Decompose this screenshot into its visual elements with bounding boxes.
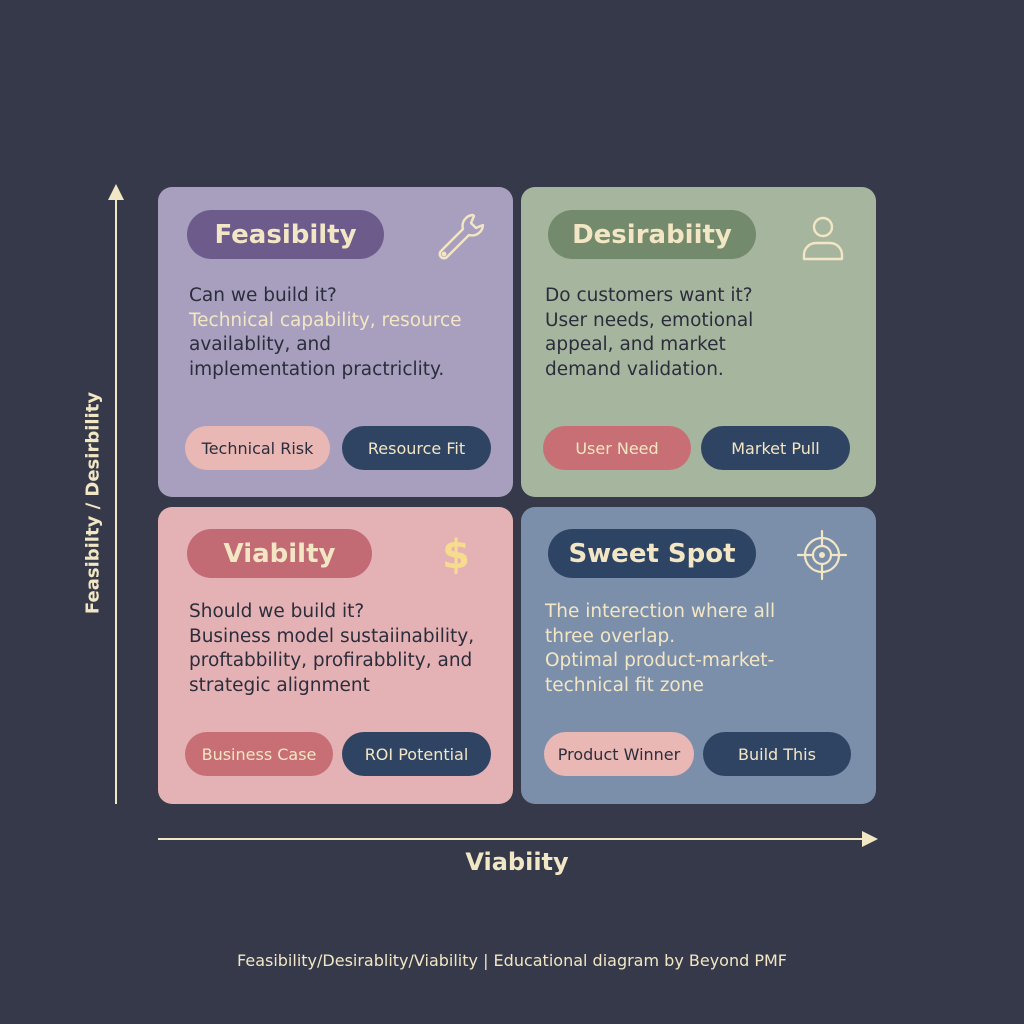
x-axis-line [158, 838, 864, 840]
feasibility-title: Feasibilty [187, 210, 384, 259]
desc-line: availablity, and [189, 334, 332, 355]
target-icon [794, 527, 850, 583]
y-axis-label: Feasibilty / Desirbility [82, 391, 104, 615]
market-pull-tag[interactable]: Market Pull [701, 426, 850, 470]
desc-line: Optimal product-market- [545, 650, 775, 671]
user-icon [795, 207, 851, 263]
desc-line: Do customers want it? [545, 285, 753, 306]
x-axis-label: Viabiity [465, 848, 569, 876]
product-winner-tag[interactable]: Product Winner [544, 732, 694, 776]
desc-line: User needs, emotional [545, 309, 754, 331]
desc-line: demand validation. [545, 358, 724, 380]
user-need-tag[interactable]: User Need [543, 426, 691, 470]
sweet-spot-description: The interection where all three overlap.… [545, 600, 856, 698]
viability-title: Viabilty [187, 529, 372, 578]
desc-line: implementation practriclity. [189, 358, 445, 380]
desc-line: three overlap. [545, 625, 676, 647]
desirability-title: Desirabiity [548, 210, 756, 259]
technical-risk-tag[interactable]: Technical Risk [185, 426, 330, 470]
desc-line: Technical capability, resource [189, 309, 462, 331]
footer-caption: Feasibility/Desirablity/Viability | Educ… [237, 951, 787, 970]
desc-line: proftabbility, profirabblity, and [189, 650, 473, 671]
desc-line: technical fit zone [545, 674, 704, 696]
x-axis-arrow [862, 831, 878, 847]
y-axis-arrow [108, 184, 124, 200]
viability-card: Viabilty $ Should we build it? Business … [158, 507, 513, 804]
desirability-description: Do customers want it? User needs, emotio… [545, 284, 856, 382]
desc-line: Can we build it? [189, 285, 337, 306]
viability-description: Should we build it? Business model susta… [189, 600, 493, 698]
desc-line: strategic alignment [189, 674, 370, 696]
sweet-spot-title: Sweet Spot [548, 529, 756, 578]
desirability-card: Desirabiity Do customers want it? User n… [521, 187, 876, 497]
y-axis-line [115, 198, 117, 804]
desc-line: appeal, and market [545, 334, 726, 355]
desc-line: Business model sustaiinability, [189, 625, 475, 647]
feasibility-description: Can we build it? Technical capability, r… [189, 284, 493, 382]
wrench-icon [430, 207, 486, 263]
dollar-icon: $ [442, 532, 470, 578]
resource-fit-tag[interactable]: Resource Fit [342, 426, 491, 470]
build-this-tag[interactable]: Build This [703, 732, 851, 776]
desc-line: The interection where all [545, 601, 776, 622]
sweet-spot-card: Sweet Spot The interection where all thr… [521, 507, 876, 804]
business-case-tag[interactable]: Business Case [185, 732, 333, 776]
desc-line: Should we build it? [189, 601, 365, 622]
roi-potential-tag[interactable]: ROI Potential [342, 732, 491, 776]
feasibility-card: Feasibilty Can we build it? Technical ca… [158, 187, 513, 497]
